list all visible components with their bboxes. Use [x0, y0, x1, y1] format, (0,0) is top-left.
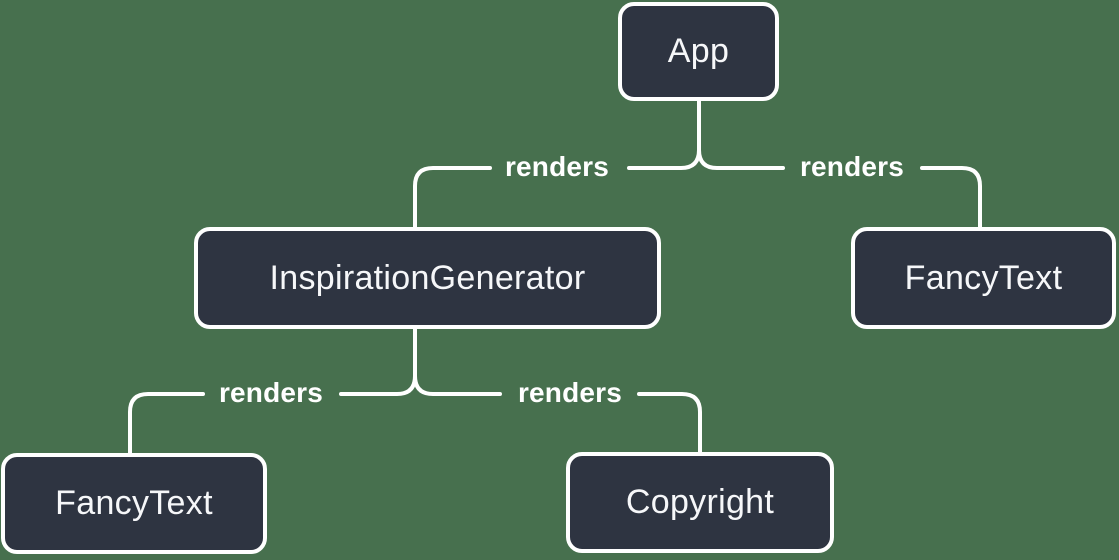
connector-inspirationgenerator-to-copyright-fork — [413, 324, 502, 396]
node-fancy-text-right-label: FancyText — [904, 258, 1063, 297]
connector-app-to-fancytext-elbow — [920, 166, 982, 232]
node-fancy-text-left: FancyText — [1, 453, 267, 554]
node-fancy-text-right: FancyText — [851, 227, 1116, 329]
node-app-label: App — [667, 32, 730, 70]
connector-inspirationgenerator-to-copyright-elbow — [637, 392, 702, 457]
node-inspiration-generator: InspirationGenerator — [194, 227, 661, 329]
connector-inspirationgenerator-to-fancytext-fork — [339, 324, 417, 396]
node-fancy-text-left-label: FancyText — [55, 484, 213, 522]
node-copyright-label: Copyright — [625, 483, 775, 521]
connector-app-to-fancytext-fork — [697, 96, 785, 170]
node-app: App — [618, 2, 779, 101]
edge-label-inspirationgenerator-fancytext: renders — [218, 377, 324, 408]
edge-label-app-inspirationgenerator: renders — [504, 151, 610, 182]
node-inspiration-generator-label: InspirationGenerator — [269, 258, 586, 297]
connector-app-to-inspirationgenerator-elbow — [413, 166, 492, 232]
edge-label-inspirationgenerator-copyright: renders — [517, 377, 623, 408]
connector-inspirationgenerator-to-fancytext-elbow — [128, 392, 205, 458]
connector-app-to-inspirationgenerator-fork — [627, 96, 701, 170]
edge-label-app-fancytext: renders — [799, 151, 905, 182]
node-copyright: Copyright — [566, 452, 834, 553]
